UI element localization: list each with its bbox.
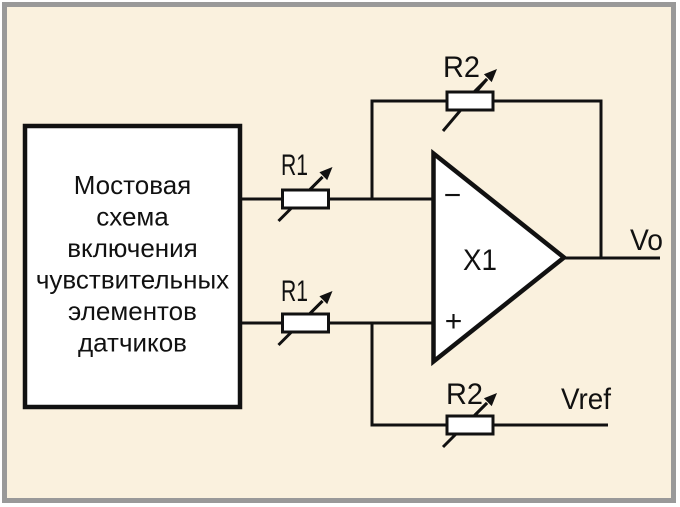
- variable-resistor-arrow-shaft: [472, 401, 489, 418]
- noninverting-input-marker: +: [445, 305, 463, 338]
- resistor-r2-bottom-label: R2: [446, 378, 483, 411]
- resistor-body: [281, 312, 330, 334]
- reference-label: Vref: [561, 383, 612, 416]
- opamp-triangle: [431, 148, 568, 367]
- variable-resistor-arrow-shaft: [308, 175, 324, 192]
- bridge-box-label-line: элементов: [68, 296, 197, 326]
- bridge-box-label-line: датчиков: [78, 328, 187, 358]
- resistor-body: [445, 90, 495, 112]
- bridge-box-label-line: чувствительных: [36, 265, 229, 295]
- resistor-r1-top-label: R1: [281, 149, 308, 182]
- bridge-box-label-line: включения: [67, 233, 198, 263]
- resistor-r2-top: [441, 69, 497, 132]
- variable-resistor-arrow-shaft: [308, 299, 324, 316]
- output-label: Vo: [630, 224, 663, 257]
- variable-resistor-arrowhead-icon: [319, 167, 333, 181]
- resistor-r1-bottom: [277, 291, 333, 347]
- bridge-box-label-line: схема: [96, 202, 169, 232]
- bridge-box-label-line: Мостовая: [74, 170, 192, 200]
- variable-resistor-arrowhead-icon: [483, 69, 497, 83]
- resistor-body: [281, 188, 330, 210]
- variable-resistor-arrow-shaft: [472, 77, 489, 94]
- resistor-body: [445, 414, 495, 436]
- resistor-r1-top: [277, 167, 333, 223]
- bridge-box: [22, 123, 243, 410]
- inverting-input-marker: −: [444, 179, 462, 212]
- variable-resistor-arrowhead-icon: [319, 291, 333, 305]
- resistor-r1-bottom-label: R1: [281, 275, 308, 308]
- resistor-r2-bottom: [441, 393, 497, 449]
- variable-resistor-arrowhead-icon: [483, 393, 497, 407]
- opamp-label: X1: [463, 244, 497, 277]
- resistor-r2-top-label: R2: [443, 51, 480, 84]
